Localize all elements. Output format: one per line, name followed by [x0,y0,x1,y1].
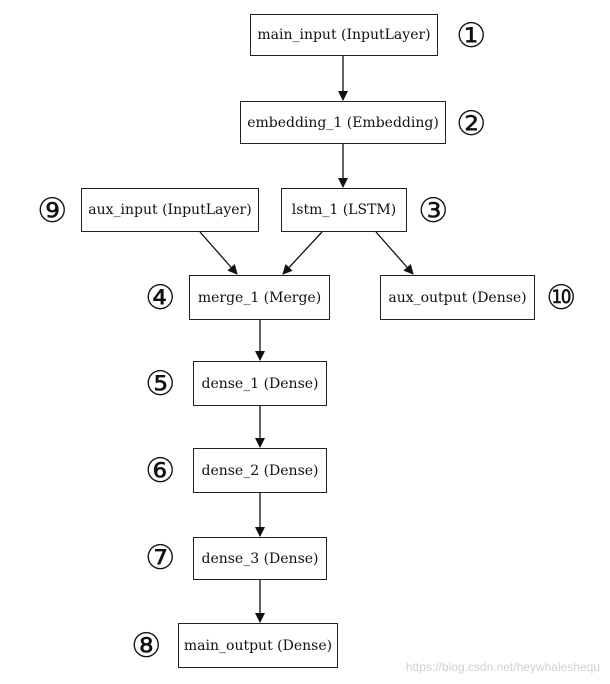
marker-10: ⑩ [546,278,577,318]
marker-7: ⑦ [145,538,176,578]
marker-8: ⑧ [131,626,162,666]
node-main-input: main_input (InputLayer) [250,14,438,56]
marker-9: ⑨ [37,191,68,231]
marker-6: ⑥ [145,451,176,491]
edge-lstm_1-to-aux_output [375,231,414,275]
node-merge-1: merge_1 (Merge) [189,275,330,320]
edge-lstm_1-to-merge_1 [282,231,323,275]
node-aux-output: aux_output (Dense) [380,275,535,320]
edge-aux_input-to-merge_1 [199,231,238,275]
node-aux-input: aux_input (InputLayer) [81,188,259,232]
node-main-output: main_output (Dense) [178,623,338,668]
node-dense-3: dense_3 (Dense) [193,537,327,580]
marker-1: ① [456,16,487,56]
node-lstm-1: lstm_1 (LSTM) [281,188,407,232]
watermark: https://blog.csdn.net/heywhaleshequ [405,660,600,674]
marker-2: ② [456,104,487,144]
marker-3: ③ [418,191,449,231]
marker-5: ⑤ [145,364,176,404]
node-dense-2: dense_2 (Dense) [193,448,327,493]
node-dense-1: dense_1 (Dense) [193,361,327,406]
marker-4: ④ [145,278,176,318]
node-embedding-1: embedding_1 (Embedding) [240,101,446,144]
